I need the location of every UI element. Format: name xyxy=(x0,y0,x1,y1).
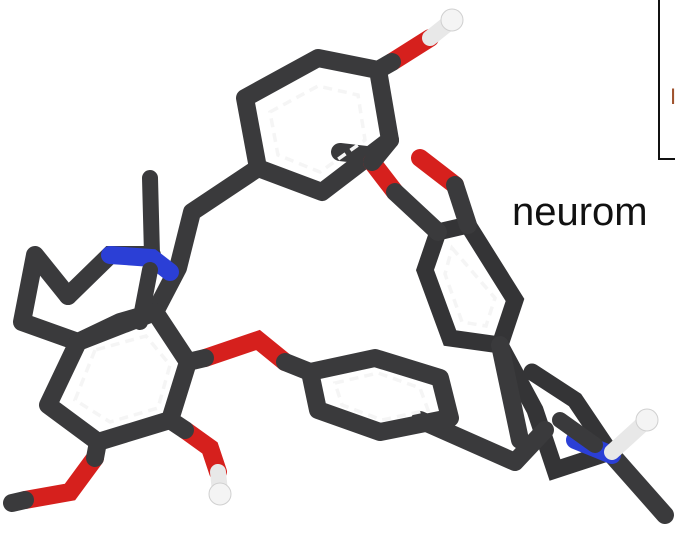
bond-c-o-methoxy xyxy=(86,433,107,467)
hydrogen-hydroxyl xyxy=(208,482,232,506)
bond-methyl-o-end xyxy=(3,491,34,512)
mixed-bonds xyxy=(3,53,477,512)
bond-n-right-ring xyxy=(552,412,603,453)
bond-o-methoxy xyxy=(16,449,104,509)
bond-o-hydroxyl xyxy=(176,421,227,481)
carbon-bonds xyxy=(13,49,674,524)
bond-c-o-top xyxy=(369,53,401,79)
bond-left-ring xyxy=(13,246,87,351)
bond-o-c-ether xyxy=(386,183,447,241)
bond-n-left-core xyxy=(101,246,179,281)
nitrogen-bonds xyxy=(59,170,621,464)
bond-n-left-methyl xyxy=(142,170,160,263)
bond-ring-e xyxy=(301,349,459,441)
bond-ring-c xyxy=(415,215,525,355)
caption-text: neurom xyxy=(512,190,648,234)
label-frame xyxy=(658,0,675,160)
aromatic-dashes xyxy=(72,84,497,424)
bond-ring-a-link xyxy=(146,159,267,321)
hydrogen-top xyxy=(440,8,464,32)
label-frame-text: I xyxy=(670,84,675,109)
hydrogen-nitrogen xyxy=(635,408,659,432)
aromatic-ring-e xyxy=(332,371,431,422)
aromatic-ring-b xyxy=(72,334,172,424)
bond-link-lower xyxy=(411,411,554,471)
bond-o-c-right xyxy=(446,176,477,234)
bond-n-left-down xyxy=(132,262,158,330)
aromatic-ring-c xyxy=(443,244,497,328)
bond-methyl-right xyxy=(603,446,674,524)
bond-ring-d xyxy=(491,336,624,481)
bond-c-o-left xyxy=(179,349,214,371)
bond-c-o-hydroxyl xyxy=(161,411,194,439)
bond-c-o-ether xyxy=(363,131,399,171)
bond-o-c-phenyl xyxy=(276,353,319,381)
aromatic-ring-a xyxy=(268,84,367,174)
bond-o-left-ether xyxy=(196,329,294,371)
hydrogen-bonds xyxy=(208,8,659,506)
bond-right-chain xyxy=(491,336,529,449)
